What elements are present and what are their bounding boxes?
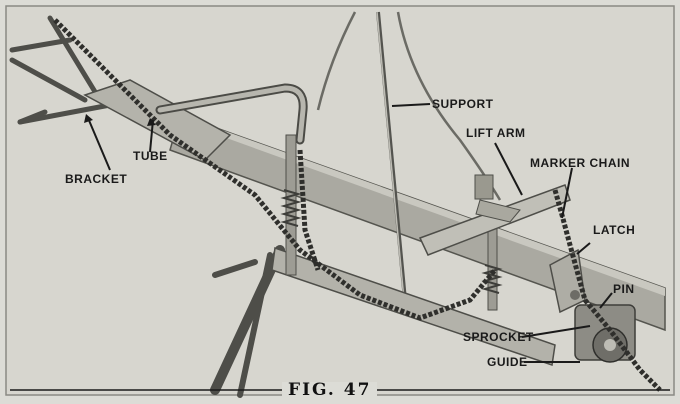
drive-chain	[53, 18, 497, 321]
label-guide: GUIDE	[487, 355, 528, 369]
label-marker-chain: MARKER CHAIN	[530, 156, 630, 170]
support-rod	[376, 11, 407, 301]
bracket-frame	[9, 15, 113, 125]
label-latch: LATCH	[593, 223, 636, 237]
label-lift-arm: LIFT ARM	[466, 126, 526, 140]
figure-caption: FIG. 47	[282, 382, 378, 399]
spring-left	[280, 134, 302, 276]
label-bracket: BRACKET	[65, 172, 128, 186]
label-sprocket: SPROCKET	[463, 330, 534, 344]
label-pin: PIN	[613, 282, 635, 296]
lift-arm	[418, 174, 571, 256]
label-tube: TUBE	[133, 149, 168, 163]
frame-legs	[210, 245, 285, 398]
tube	[83, 79, 232, 161]
lower-channel	[271, 246, 556, 366]
label-support: SUPPORT	[432, 97, 494, 111]
